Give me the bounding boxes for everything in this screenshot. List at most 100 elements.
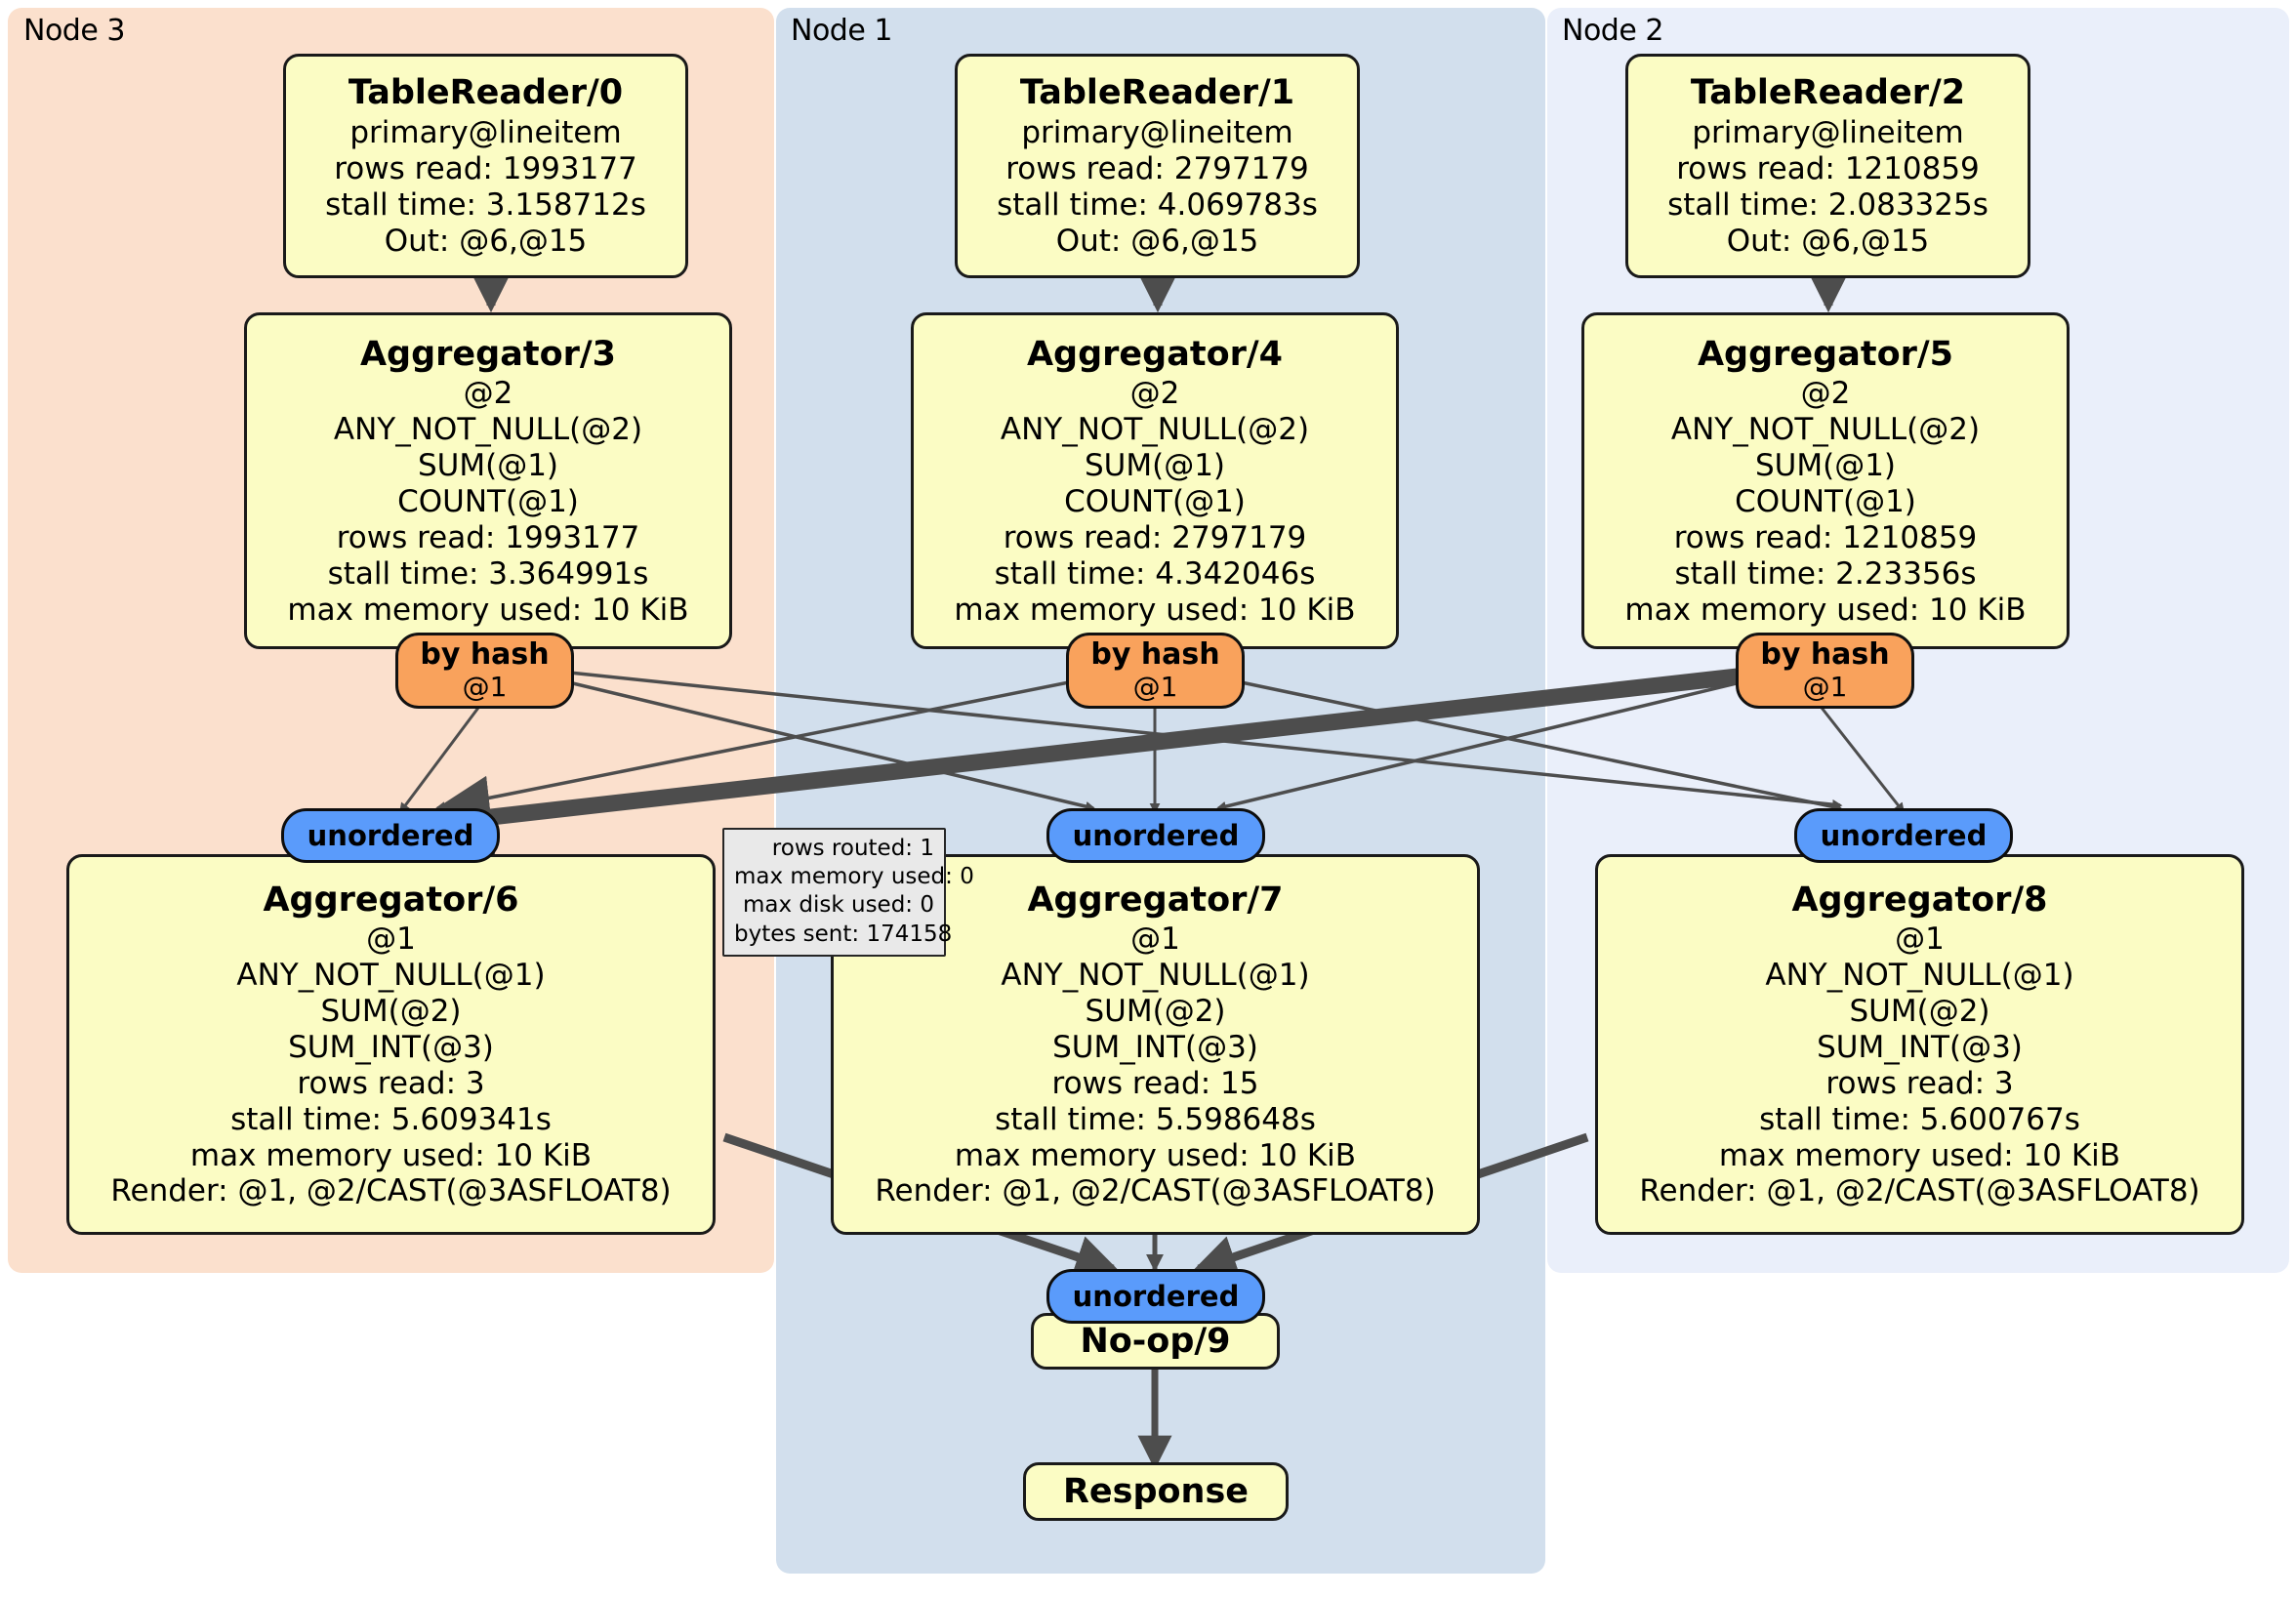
processor-line: stall time: 5.609341s	[230, 1101, 552, 1137]
synchronizer-label: unordered	[1072, 1280, 1240, 1313]
processor-line: @1	[366, 921, 416, 958]
processor-line: rows read: 2797179	[1005, 150, 1309, 186]
synchronizer-unordered-aggregator-6[interactable]: unordered	[281, 808, 500, 863]
processor-line: @1	[1130, 921, 1180, 958]
processor-line: max memory used: 10 KiB	[1624, 592, 2027, 628]
router-by-hash-aggregator-4[interactable]: by hash @1	[1066, 633, 1245, 709]
processor-title: TableReader/2	[1690, 73, 1966, 113]
processor-line: rows read: 3	[297, 1065, 485, 1101]
processor-line: COUNT(@1)	[397, 483, 579, 519]
processor-line: rows read: 2797179	[1003, 519, 1307, 555]
processor-title: Aggregator/4	[1026, 334, 1284, 374]
processor-line: COUNT(@1)	[1064, 483, 1246, 519]
processor-table-reader-2[interactable]: TableReader/2 primary@lineitem rows read…	[1625, 54, 2030, 278]
processor-line: primary@lineitem	[349, 115, 622, 151]
synchronizer-unordered-aggregator-7[interactable]: unordered	[1046, 808, 1265, 863]
processor-line: Render: @1, @2/CAST(@3ASFLOAT8)	[1639, 1173, 2200, 1209]
processor-line: stall time: 5.598648s	[995, 1101, 1316, 1137]
processor-line: ANY_NOT_NULL(@2)	[1670, 412, 1981, 448]
processor-line: SUM_INT(@3)	[1817, 1029, 2023, 1065]
processor-line: rows read: 1210859	[1676, 150, 1980, 186]
processor-line: SUM(@1)	[1754, 448, 1897, 484]
panel-label-node-1: Node 1	[791, 14, 892, 48]
processor-line: @2	[1129, 376, 1180, 412]
stats-line: bytes sent: 174158	[734, 921, 953, 947]
processor-line: primary@lineitem	[1021, 115, 1293, 151]
processor-aggregator-4[interactable]: Aggregator/4 @2 ANY_NOT_NULL(@2) SUM(@1)…	[911, 312, 1399, 649]
processor-table-reader-0[interactable]: TableReader/0 primary@lineitem rows read…	[283, 54, 688, 278]
processor-line: @2	[463, 376, 513, 412]
processor-line: SUM_INT(@3)	[1052, 1029, 1258, 1065]
processor-line: Out: @6,@15	[1726, 223, 1930, 259]
processor-line: @2	[1800, 376, 1851, 412]
processor-aggregator-5[interactable]: Aggregator/5 @2 ANY_NOT_NULL(@2) SUM(@1)…	[1581, 312, 2070, 649]
router-title: by hash	[1090, 637, 1220, 673]
processor-line: stall time: 2.083325s	[1667, 186, 1988, 223]
stats-line: rows routed: 1	[771, 836, 934, 861]
stats-line: max memory used: 0	[734, 864, 974, 890]
processor-line: stall time: 4.342046s	[994, 555, 1316, 592]
processor-line: SUM(@2)	[320, 994, 462, 1030]
stream-stats-box: rows routed: 1 max memory used: 0 max di…	[722, 828, 974, 957]
processor-title: No-op/9	[1080, 1321, 1231, 1361]
processor-line: stall time: 4.069783s	[997, 186, 1318, 223]
router-title: by hash	[1760, 637, 1890, 673]
processor-line: ANY_NOT_NULL(@2)	[1000, 412, 1310, 448]
processor-title: Aggregator/5	[1697, 334, 1954, 374]
processor-line: stall time: 3.158712s	[325, 186, 646, 223]
processor-line: rows read: 1210859	[1673, 519, 1978, 555]
router-subtitle: @1	[462, 671, 508, 704]
processor-line: max memory used: 10 KiB	[189, 1137, 593, 1173]
processor-title: Aggregator/7	[1027, 880, 1284, 920]
processor-line: COUNT(@1)	[1735, 483, 1916, 519]
processor-title: Aggregator/8	[1791, 880, 2048, 920]
router-title: by hash	[420, 637, 550, 673]
processor-line: primary@lineitem	[1692, 115, 1964, 151]
processor-line: Render: @1, @2/CAST(@3ASFLOAT8)	[875, 1173, 1436, 1209]
processor-line: SUM_INT(@3)	[288, 1029, 494, 1065]
processor-title: Aggregator/6	[263, 880, 519, 920]
processor-aggregator-6[interactable]: Aggregator/6 @1 ANY_NOT_NULL(@1) SUM(@2)…	[66, 854, 716, 1235]
processor-line: SUM(@2)	[1085, 994, 1226, 1030]
processor-line: ANY_NOT_NULL(@1)	[236, 958, 546, 994]
processor-aggregator-8[interactable]: Aggregator/8 @1 ANY_NOT_NULL(@1) SUM(@2)…	[1595, 854, 2244, 1235]
processor-line: stall time: 5.600767s	[1759, 1101, 2080, 1137]
processor-title: TableReader/0	[348, 73, 624, 113]
processor-aggregator-3[interactable]: Aggregator/3 @2 ANY_NOT_NULL(@2) SUM(@1)…	[244, 312, 732, 649]
processor-line: max memory used: 10 KiB	[954, 592, 1356, 628]
processor-line: @1	[1895, 921, 1945, 958]
processor-line: rows read: 3	[1825, 1065, 2014, 1101]
panel-label-node-2: Node 2	[1562, 14, 1663, 48]
processor-line: rows read: 1993177	[336, 519, 640, 555]
processor-line: Out: @6,@15	[384, 223, 588, 259]
router-subtitle: @1	[1132, 671, 1178, 704]
processor-title: TableReader/1	[1019, 73, 1295, 113]
synchronizer-label: unordered	[1072, 819, 1240, 852]
processor-line: SUM(@1)	[417, 448, 559, 484]
synchronizer-label: unordered	[307, 819, 474, 852]
synchronizer-label: unordered	[1820, 819, 1988, 852]
processor-line: SUM(@1)	[1084, 448, 1226, 484]
processor-line: Render: @1, @2/CAST(@3ASFLOAT8)	[110, 1173, 672, 1209]
processor-line: rows read: 15	[1051, 1065, 1259, 1101]
processor-line: max memory used: 10 KiB	[287, 592, 689, 628]
synchronizer-unordered-aggregator-8[interactable]: unordered	[1794, 808, 2013, 863]
processor-line: ANY_NOT_NULL(@2)	[333, 412, 643, 448]
processor-line: Out: @6,@15	[1055, 223, 1259, 259]
processor-line: max memory used: 10 KiB	[1718, 1137, 2121, 1173]
router-by-hash-aggregator-5[interactable]: by hash @1	[1736, 633, 1914, 709]
processor-line: ANY_NOT_NULL(@1)	[1765, 958, 2074, 994]
processor-title: Response	[1062, 1471, 1250, 1511]
processor-line: max memory used: 10 KiB	[954, 1137, 1357, 1173]
router-by-hash-aggregator-3[interactable]: by hash @1	[395, 633, 574, 709]
router-subtitle: @1	[1802, 671, 1848, 704]
processor-line: stall time: 2.23356s	[1674, 555, 1977, 592]
processor-line: rows read: 1993177	[334, 150, 637, 186]
processor-title: Aggregator/3	[359, 334, 617, 374]
processor-response[interactable]: Response	[1023, 1462, 1289, 1521]
processor-line: stall time: 3.364991s	[327, 555, 649, 592]
synchronizer-unordered-noop-9[interactable]: unordered	[1046, 1269, 1265, 1324]
stats-line: max disk used: 0	[742, 892, 934, 919]
processor-table-reader-1[interactable]: TableReader/1 primary@lineitem rows read…	[955, 54, 1360, 278]
